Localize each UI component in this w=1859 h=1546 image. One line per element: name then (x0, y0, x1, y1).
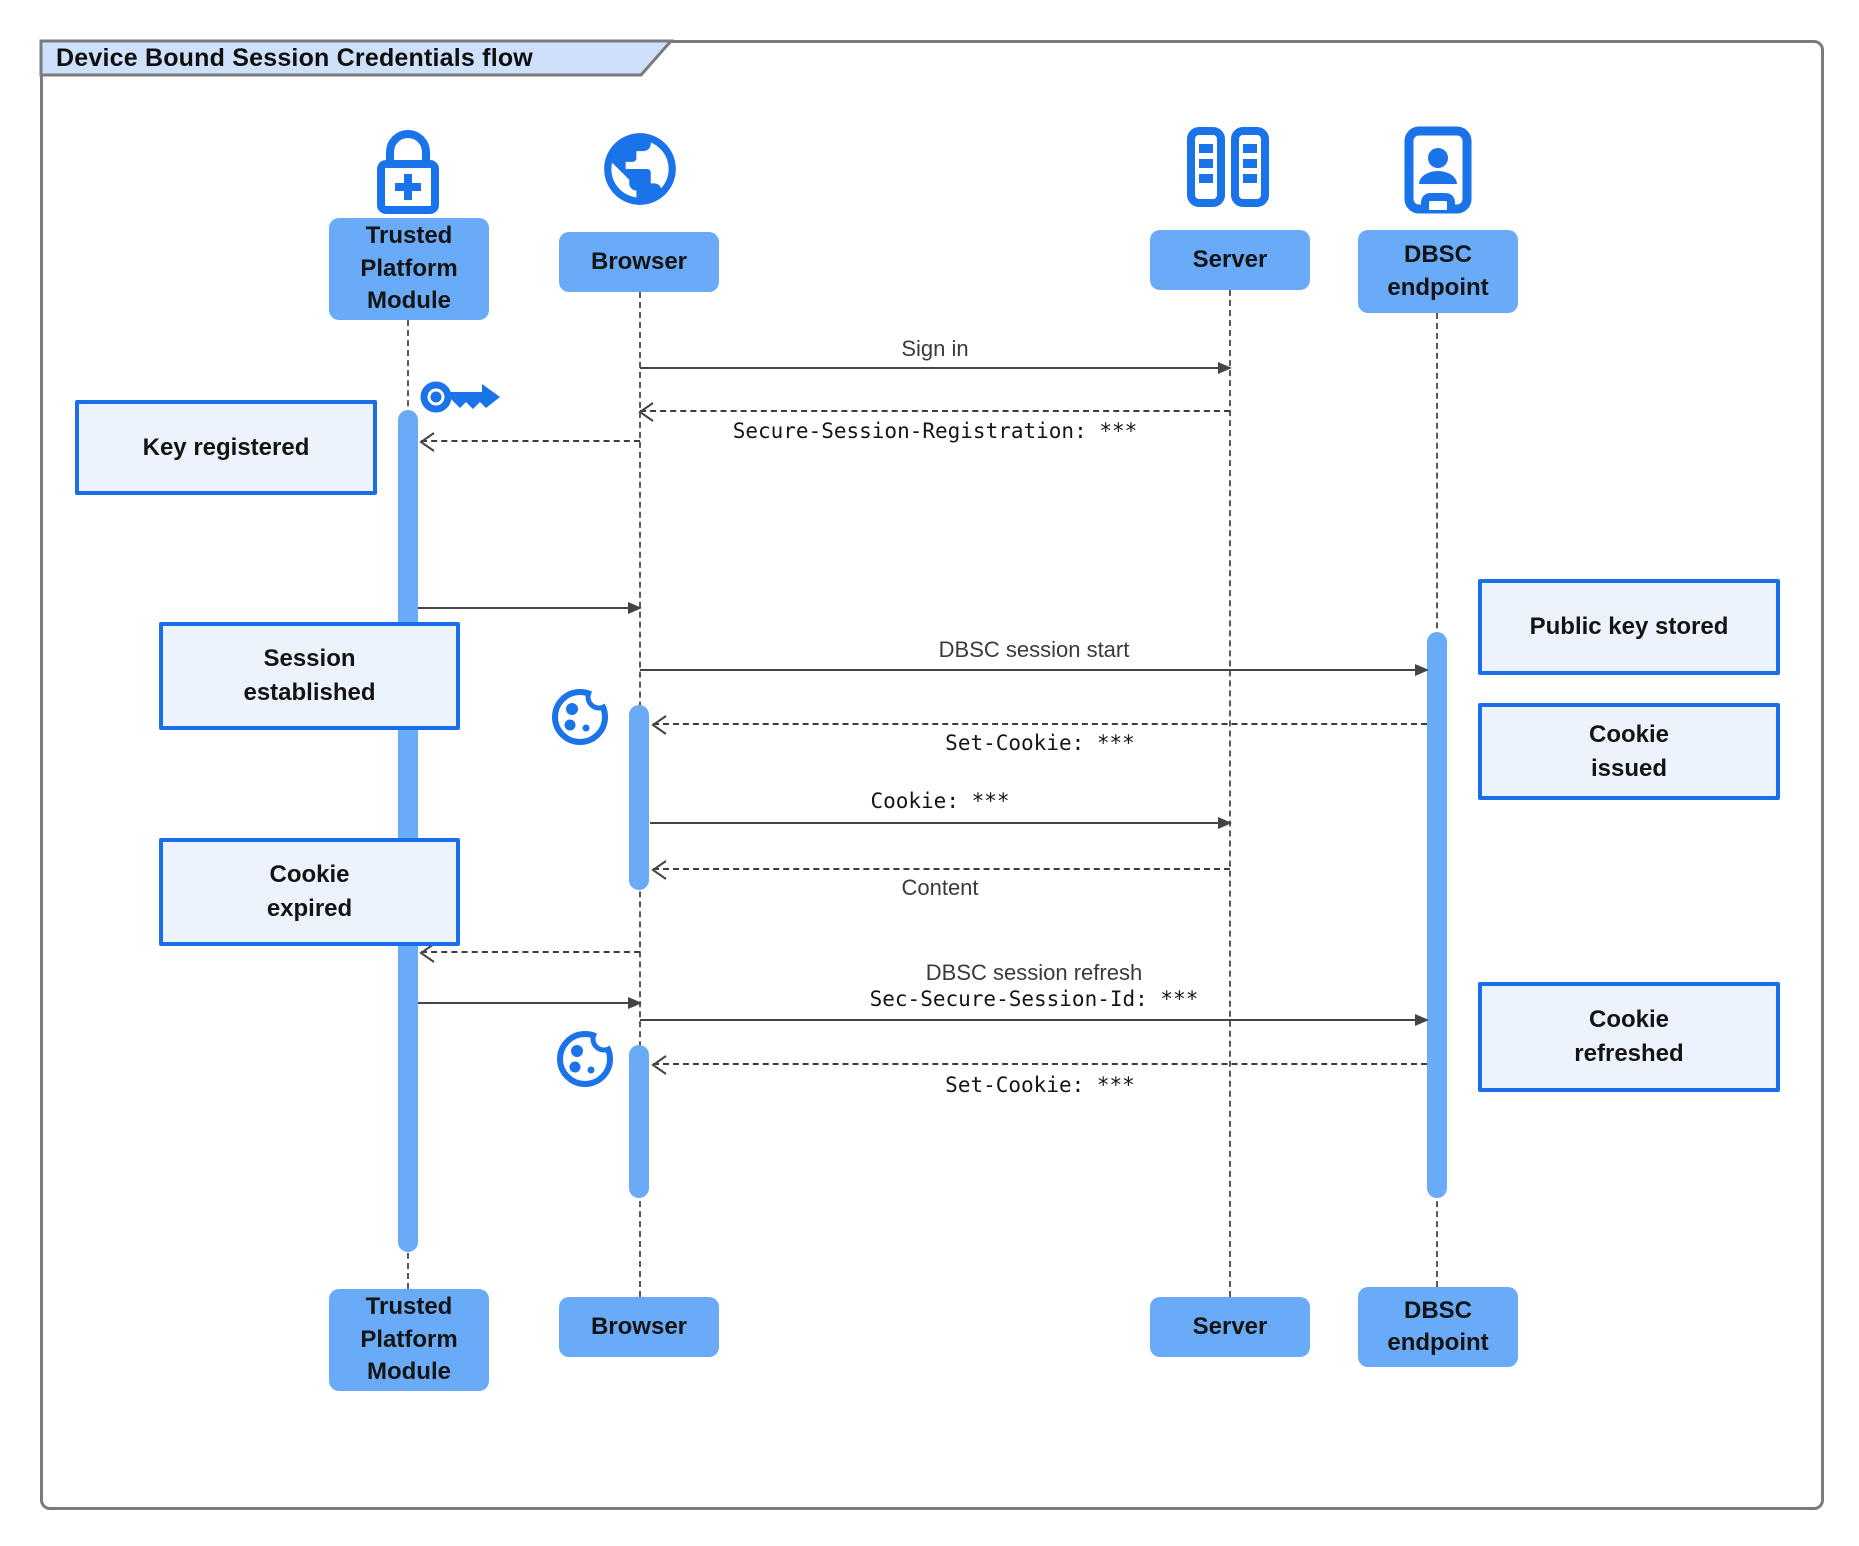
actor-browser-bottom: Browser (559, 1297, 719, 1357)
id-badge-icon (1404, 126, 1472, 214)
arrow-tpm-to-browser-2 (418, 997, 642, 1009)
note-cookie-refreshed: Cookie refreshed (1478, 982, 1780, 1092)
actor-dbsc-top: DBSC endpoint (1358, 230, 1518, 313)
message-sec-secure-session-id: Sec-Secure-Session-Id: *** (869, 987, 1199, 1011)
note-key-registered: Key registered (75, 400, 377, 495)
lifeline-server (1229, 290, 1231, 1297)
actor-tpm-top: Trusted Platform Module (329, 218, 489, 320)
activation-tpm (398, 410, 418, 1252)
message-content: Content (901, 875, 979, 900)
arrow-dbsc-session-start (640, 664, 1429, 676)
activation-browser-2 (629, 1045, 649, 1198)
arrow-dbsc-session-refresh (640, 1014, 1429, 1026)
diagram-frame (40, 40, 1824, 1510)
arrow-cookie (650, 817, 1232, 829)
message-dbsc-session-start: DBSC session start (938, 637, 1130, 662)
globe-icon (604, 133, 676, 205)
arrow-set-cookie-1 (651, 715, 1427, 735)
actor-tpm-bottom: Trusted Platform Module (329, 1289, 489, 1391)
cookie-icon-1 (552, 686, 610, 745)
title-tab (39, 39, 675, 77)
arrow-refresh-to-tpm (419, 943, 640, 963)
arrow-set-cookie-2 (651, 1055, 1427, 1075)
arrow-key-registration-to-tpm (419, 432, 640, 452)
note-public-key-stored: Public key stored (1478, 579, 1780, 675)
message-set-cookie-2: Set-Cookie: *** (945, 1073, 1135, 1097)
message-dbsc-session-refresh: DBSC session refresh (925, 960, 1143, 985)
diagram-title: Device Bound Session Credentials flow (56, 44, 533, 72)
actor-dbsc-bottom: DBSC endpoint (1358, 1287, 1518, 1367)
activation-browser-1 (629, 705, 649, 890)
message-cookie: Cookie: *** (870, 789, 1010, 813)
note-cookie-issued: Cookie issued (1478, 703, 1780, 800)
activation-dbsc-endpoint (1427, 632, 1447, 1198)
actor-server-top: Server (1150, 230, 1310, 290)
arrow-secure-session-registration (638, 402, 1230, 422)
server-rack-icon (1187, 127, 1269, 207)
message-set-cookie-1: Set-Cookie: *** (945, 731, 1135, 755)
key-icon (420, 381, 500, 413)
arrow-content (651, 860, 1230, 880)
lock-plus-icon (377, 130, 439, 214)
arrow-tpm-to-browser-1 (418, 602, 642, 614)
cookie-icon-2 (557, 1028, 615, 1087)
arrow-sign-in (640, 362, 1232, 374)
note-session-established: Session established (159, 622, 460, 730)
message-sign-in: Sign in (901, 336, 969, 361)
actor-server-bottom: Server (1150, 1297, 1310, 1357)
actor-browser-top: Browser (559, 232, 719, 292)
message-secure-session-registration: Secure-Session-Registration: *** (732, 419, 1138, 443)
note-cookie-expired: Cookie expired (159, 838, 460, 946)
